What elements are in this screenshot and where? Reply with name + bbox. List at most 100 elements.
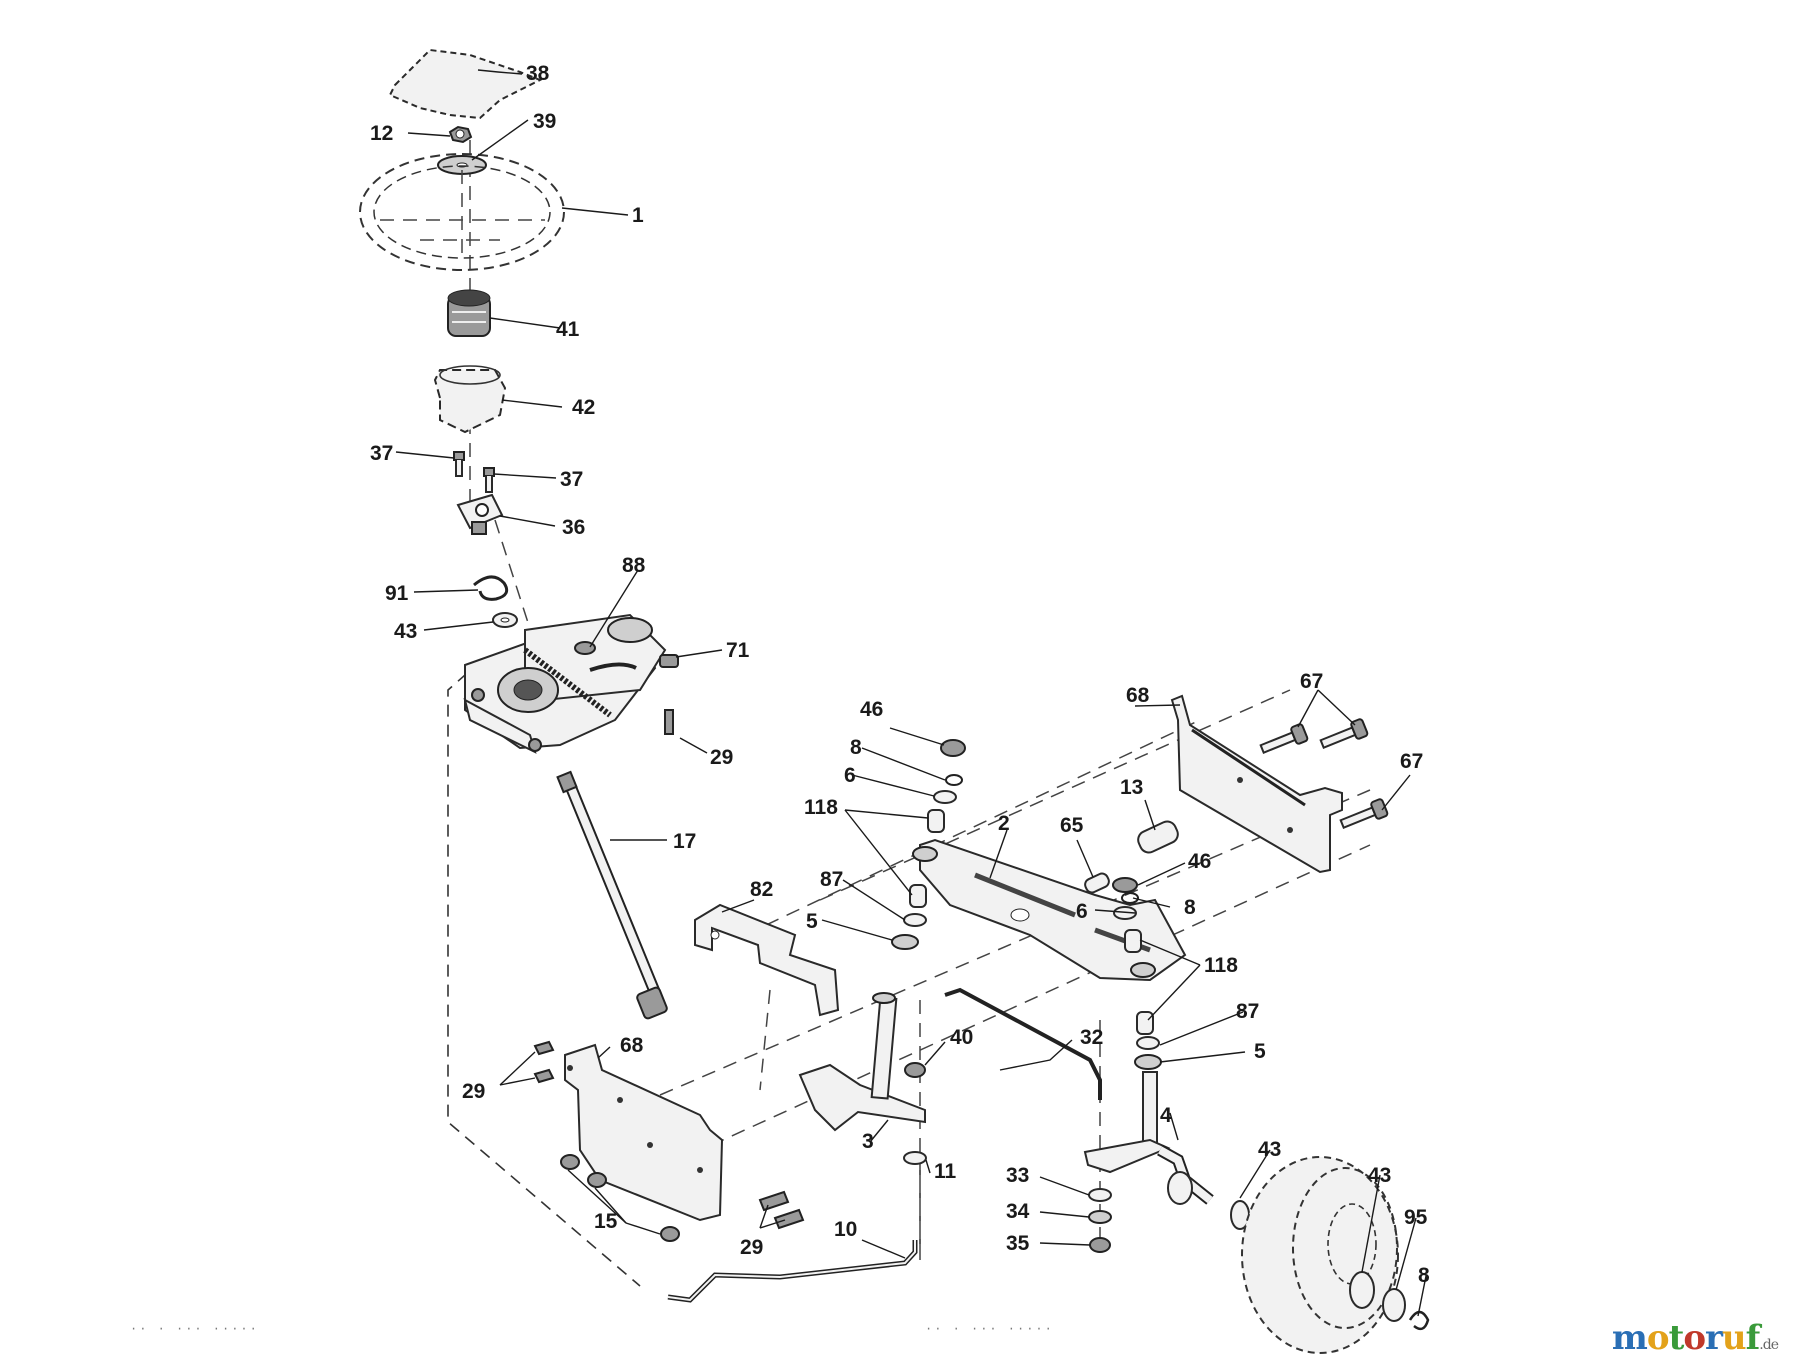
callout-46-left: 46 (860, 698, 883, 721)
kingpin-hardware-right (1112, 877, 1162, 1070)
callout-37-left: 37 (370, 442, 393, 465)
callout-68-left: 68 (620, 1034, 644, 1057)
callout-3: 3 (862, 1130, 874, 1153)
watermark-letter: u (1721, 1318, 1747, 1358)
watermark-letters: motoruf (1611, 1318, 1760, 1358)
pivot-tube-13 (1137, 820, 1179, 854)
callout-8-left: 8 (850, 736, 862, 759)
bushing-65 (1084, 872, 1110, 894)
footer-code-right: ·· · ··· ····· (925, 1322, 1054, 1336)
callout-13: 13 (1120, 776, 1143, 799)
drag-link-10 (667, 1240, 918, 1303)
callout-6-left: 6 (844, 764, 856, 787)
mount-plate-68-left (564, 1043, 724, 1222)
callout-95: 95 (1404, 1206, 1428, 1229)
callout-118-left: 118 (804, 796, 838, 819)
washer-33 (1088, 1188, 1112, 1202)
clip-11 (903, 1151, 927, 1165)
bracket-82 (694, 903, 840, 1017)
callout-67-top: 67 (1300, 670, 1323, 693)
callout-88: 88 (622, 554, 646, 577)
callout-labels: 38 12 39 1 41 42 37 37 36 88 91 43 71 29… (370, 62, 1430, 1287)
steering-cap (388, 48, 543, 120)
spindle-4 (1083, 1071, 1214, 1205)
callout-6-right: 6 (1076, 900, 1088, 923)
callout-34: 34 (1006, 1200, 1030, 1223)
steering-gear-71 (463, 613, 679, 754)
nuts-15 (560, 1154, 680, 1242)
washer-43-outer (1349, 1271, 1375, 1309)
washer-95 (1382, 1288, 1406, 1322)
callout-87-left: 87 (820, 868, 843, 891)
washer-43-upper (492, 612, 518, 628)
steering-bellows-42 (433, 365, 507, 434)
callout-65: 65 (1060, 814, 1084, 837)
callout-71: 71 (726, 639, 750, 662)
callout-12: 12 (370, 122, 393, 145)
clip-8 (1408, 1310, 1430, 1331)
callout-118-right: 118 (1204, 954, 1238, 977)
watermark-letter: r (1705, 1318, 1723, 1358)
steering-arm-3 (798, 992, 926, 1132)
clip-91 (473, 575, 509, 601)
callout-43-upper: 43 (394, 620, 417, 643)
callout-91: 91 (385, 582, 409, 605)
callout-8-hub: 8 (1418, 1264, 1430, 1287)
callout-68-right: 68 (1126, 684, 1150, 707)
callout-43-hub: 43 (1258, 1138, 1281, 1161)
bolt-37-right (483, 467, 495, 493)
callout-39: 39 (533, 110, 556, 133)
bushing-40 (904, 1062, 926, 1078)
bolts-29-lower (758, 1190, 805, 1230)
washer-34 (1088, 1210, 1112, 1224)
shoulder-bolt-88 (574, 641, 596, 655)
callout-32: 32 (1080, 1026, 1103, 1049)
bolt-37-left (453, 451, 465, 477)
steering-wheel (359, 153, 565, 271)
callout-5-left: 5 (806, 910, 818, 933)
watermark-letter: t (1668, 1318, 1685, 1358)
steering-adapter-41 (447, 289, 491, 337)
callout-35: 35 (1006, 1232, 1030, 1255)
callout-11: 11 (934, 1160, 957, 1183)
bolts-67 (1259, 718, 1389, 829)
callout-15: 15 (594, 1210, 618, 1233)
bolts-29-left (533, 1040, 555, 1084)
callout-33: 33 (1006, 1164, 1029, 1187)
tie-rod-32 (944, 987, 1102, 1100)
callout-29-upper: 29 (710, 746, 733, 769)
leader-lines (395, 69, 1427, 1317)
callout-43-outer: 43 (1368, 1164, 1391, 1187)
callout-42: 42 (572, 396, 595, 419)
callout-2: 2 (998, 812, 1010, 835)
callout-67-right: 67 (1400, 750, 1423, 773)
callout-82: 82 (750, 878, 773, 901)
washer-39 (437, 155, 487, 175)
bolt-29-upper (664, 709, 674, 735)
footer-code-left: ·· · ··· ····· (130, 1322, 259, 1336)
callout-1: 1 (632, 204, 644, 227)
nut-12 (448, 125, 473, 144)
watermark-letter: o (1683, 1318, 1706, 1358)
flange-bearing-36 (456, 493, 504, 535)
callout-10: 10 (834, 1218, 857, 1241)
watermark-letter: m (1611, 1318, 1648, 1358)
steering-shaft-17 (556, 770, 668, 1020)
motoruf-watermark-logo: motoruf.de (1611, 1318, 1779, 1358)
front-axle-2 (912, 838, 1187, 982)
watermark-letter: o (1646, 1318, 1670, 1358)
callout-36: 36 (562, 516, 585, 539)
callout-4: 4 (1160, 1104, 1172, 1127)
nut-35 (1089, 1237, 1111, 1253)
callout-41: 41 (556, 318, 580, 341)
callout-40: 40 (950, 1026, 973, 1049)
mount-plate-68-right (1170, 694, 1343, 874)
callout-29-left: 29 (462, 1080, 485, 1103)
callout-38: 38 (526, 62, 550, 85)
callout-5-right: 5 (1254, 1040, 1266, 1063)
callout-87-right: 87 (1236, 1000, 1259, 1023)
watermark-tld: .de (1759, 1337, 1779, 1353)
callout-29-lower: 29 (740, 1236, 763, 1259)
callout-17: 17 (673, 830, 696, 853)
